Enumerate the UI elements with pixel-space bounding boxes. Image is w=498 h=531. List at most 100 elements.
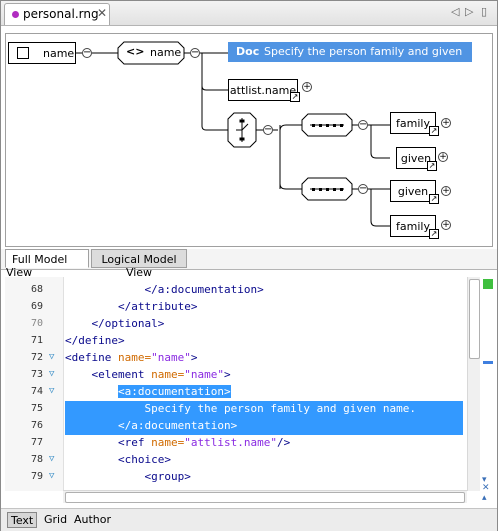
collapse-root-button[interactable]: − <box>82 47 92 58</box>
element-node-label[interactable]: name <box>150 46 182 59</box>
code-line[interactable]: 79▽ <group> <box>5 469 479 486</box>
line-number: 68 <box>31 284 44 295</box>
fold-toggle-icon[interactable]: ▽ <box>49 386 55 396</box>
fold-toggle-icon[interactable]: ▽ <box>49 471 55 481</box>
line-number: 72 <box>31 352 44 363</box>
ref-attlist-label: attlist.name <box>229 84 297 97</box>
doc-tag: Doc <box>236 45 260 58</box>
editor-mode-tabs: Text Grid Author <box>1 508 497 531</box>
line-number: 74 <box>31 386 44 397</box>
code-line[interactable]: 73 ▽ <element name="name"> <box>5 367 479 384</box>
tab-logical-model-view[interactable]: Logical Model View <box>91 249 187 279</box>
line-number: 76 <box>31 420 44 431</box>
code-text: </attribute> <box>117 300 198 313</box>
code-text: <element name="name"> <box>91 368 231 381</box>
ref-family-1[interactable]: family <box>390 112 436 134</box>
collapse-group-1-button[interactable]: − <box>358 119 368 130</box>
code-text: <a:documentation> <box>65 385 231 398</box>
ref-link-icon[interactable]: ↗ <box>427 161 437 171</box>
code-text: </a:documentation> <box>117 419 238 432</box>
code-line[interactable]: 68 </a:documentation> <box>5 282 479 299</box>
overview-ruler: ▾ ✕ ▴ <box>481 277 495 507</box>
line-number: 70 <box>31 318 44 329</box>
code-line[interactable]: 75 Specify the person family and given n… <box>5 401 479 418</box>
close-tab-icon[interactable]: ✕ <box>97 6 108 20</box>
prev-tab-icon[interactable]: ◁ <box>451 5 460 18</box>
code-text: <ref name="attlist.name"/> <box>117 436 291 449</box>
code-text: Specify the person family and given name… <box>144 402 417 415</box>
code-line[interactable]: 70 </optional> <box>5 316 479 333</box>
line-number: 71 <box>31 335 44 346</box>
horizontal-scroll-thumb[interactable] <box>65 492 465 503</box>
tab-full-model-view[interactable]: Full Model View <box>5 249 89 279</box>
code-text: <choice> <box>117 453 171 466</box>
fold-toggle-icon[interactable]: ▽ <box>49 369 55 379</box>
fold-toggle-icon[interactable]: ▽ <box>49 454 55 464</box>
tab-author[interactable]: Author <box>74 513 112 526</box>
editor-tab-bar: personal.rng ✕ ◁ ▷ ▯ <box>1 1 497 26</box>
code-text: </a:documentation> <box>144 283 264 296</box>
ref-given-2[interactable]: given <box>390 180 436 202</box>
fold-toggle-icon[interactable]: ▽ <box>49 352 55 362</box>
file-tab-title: personal.rng <box>23 7 99 21</box>
code-line[interactable]: 76 </a:documentation> <box>5 418 479 435</box>
ref-family-2-label: family <box>396 220 430 233</box>
expand-given-2-button[interactable]: + <box>441 186 451 196</box>
diagram-view-tabs: Full Model View Logical Model View <box>1 249 497 279</box>
nav-clear-icon[interactable]: ✕ <box>482 483 490 493</box>
expand-family-2-button[interactable]: + <box>441 220 451 230</box>
collapse-choice-button[interactable]: − <box>263 124 273 135</box>
vertical-scroll-thumb[interactable] <box>469 279 480 359</box>
code-line[interactable]: 77 <ref name="attlist.name"/> <box>5 435 479 452</box>
ref-given-1-label: given <box>400 152 432 165</box>
code-line[interactable]: 74 ▽ <a:documentation> <box>5 384 479 401</box>
line-number: 78 <box>31 454 44 465</box>
overview-marker[interactable] <box>483 361 493 364</box>
ref-family-2[interactable]: family <box>390 215 436 237</box>
doc-text: Specify the person family and given name… <box>264 45 463 71</box>
ref-attlist-name[interactable]: attlist.name <box>228 79 298 101</box>
ref-link-icon[interactable]: ↗ <box>429 229 439 239</box>
expand-given-1-button[interactable]: + <box>438 152 448 162</box>
code-text: </define> <box>65 334 125 347</box>
element-icon: <> <box>126 45 145 58</box>
tab-logical-model-label: Logical Model View <box>101 253 177 279</box>
root-pattern-node[interactable]: name <box>8 42 76 64</box>
root-pattern-label: name <box>43 47 75 60</box>
code-line[interactable]: 78 ▽ <choice> <box>5 452 479 469</box>
code-line[interactable]: 72▽<define name="name"> <box>5 350 479 367</box>
ref-link-icon[interactable]: ↗ <box>429 126 439 136</box>
line-number: 69 <box>31 301 44 312</box>
nav-up-icon[interactable]: ▴ <box>482 493 487 503</box>
expand-attlist-button[interactable]: + <box>302 82 312 92</box>
collapse-element-button[interactable]: − <box>190 47 200 58</box>
next-tab-icon[interactable]: ▷ <box>465 5 474 18</box>
diagram-connectors <box>76 41 390 227</box>
tab-menu-icon[interactable]: ▯ <box>481 5 488 18</box>
expand-family-1-button[interactable]: + <box>441 118 451 128</box>
nav-down-icon[interactable]: ▾ <box>482 475 487 485</box>
tab-full-model-label: Full Model View <box>6 253 68 279</box>
code-text: <group> <box>144 470 191 483</box>
collapse-group-2-button[interactable]: − <box>358 183 368 194</box>
code-editor[interactable]: 68 </a:documentation>69 </attribute>70 <… <box>5 277 479 491</box>
tab-grid[interactable]: Grid <box>44 513 68 526</box>
line-number: 73 <box>31 369 44 380</box>
selection-highlight: <a:documentation> <box>117 385 231 398</box>
selection-highlight <box>65 401 463 418</box>
ref-given-2-label: given <box>397 185 429 198</box>
pattern-icon <box>17 47 29 59</box>
ref-given-1[interactable]: given <box>396 147 436 169</box>
selection-highlight <box>65 418 463 435</box>
file-tab[interactable]: personal.rng ✕ <box>4 3 110 25</box>
vertical-scrollbar[interactable] <box>467 277 480 491</box>
schema-diagram: name − <> name − Doc Specify the person … <box>5 33 493 247</box>
tab-text[interactable]: Text <box>7 512 38 528</box>
documentation-annotation[interactable]: Doc Specify the person family and given … <box>228 42 472 71</box>
horizontal-scrollbar[interactable] <box>63 490 467 503</box>
ref-link-icon[interactable]: ↗ <box>290 92 300 102</box>
code-line[interactable]: 71 </define> <box>5 333 479 350</box>
code-line[interactable]: 69 </attribute> <box>5 299 479 316</box>
ref-link-icon[interactable]: ↗ <box>429 194 439 204</box>
